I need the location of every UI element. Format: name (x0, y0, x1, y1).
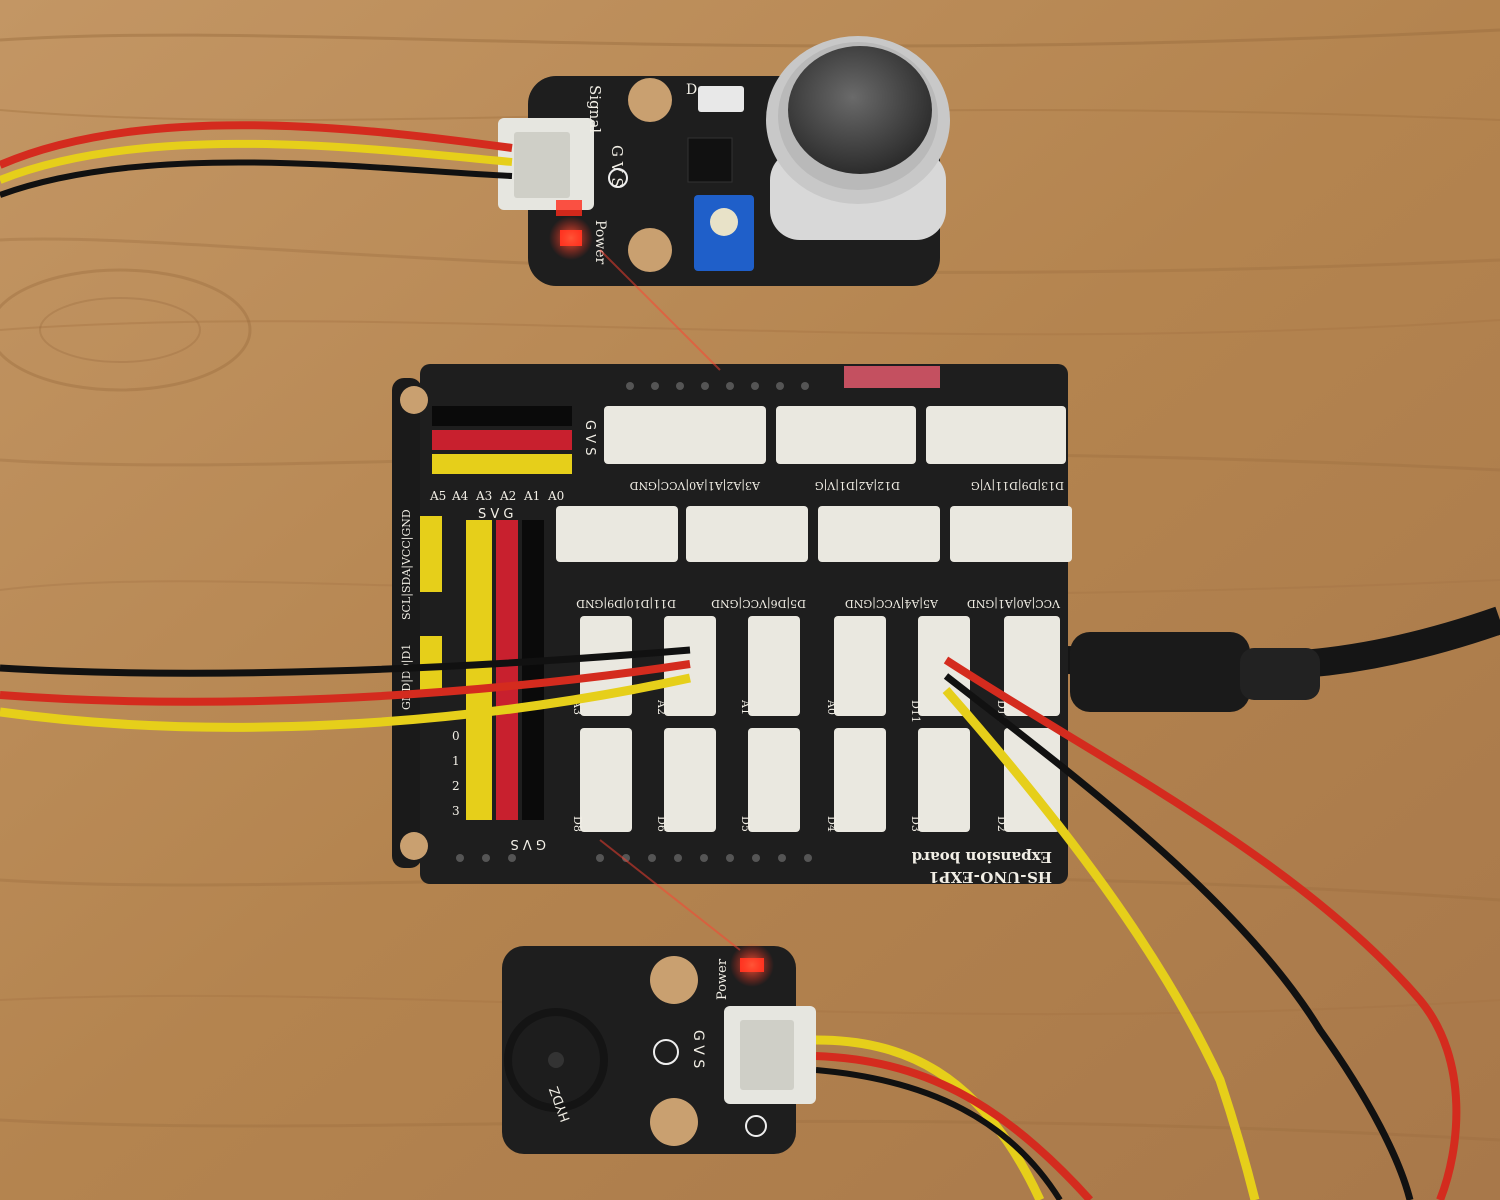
port-label-d3: D3 (909, 816, 922, 832)
board-title: HS-UNO-EXP1 (929, 868, 1052, 886)
red-light-streaks (599, 249, 741, 951)
board-subtitle: Expansion board (911, 848, 1052, 866)
signal-led (556, 200, 582, 216)
analog-label-a2: A2 (499, 489, 516, 503)
mounting-hole (400, 386, 428, 414)
mounting-hole (650, 956, 698, 1004)
port-row1-label-p6: D12|A2|D1|V|G (815, 478, 900, 492)
port-d4[interactable] (834, 728, 886, 832)
port-p4[interactable] (556, 506, 678, 562)
label-gvs: G V S (608, 145, 626, 188)
port-label-d8: D8 (571, 816, 584, 832)
arduino-pin-holes-top (626, 382, 809, 390)
digital-label-3: 3 (452, 804, 460, 818)
gas-sensor-wires (0, 121, 513, 198)
usb-cable (1059, 606, 1500, 712)
slide-switch[interactable] (698, 86, 744, 112)
gas-hazard-icon (608, 168, 628, 188)
port-p6[interactable] (776, 406, 916, 464)
analog-label-a0: A0 (547, 489, 564, 503)
left-header-block: SCL|SDA|VCC|GND GND|D0|D1 S V G G V S 0 … (400, 507, 546, 851)
gas-sensor-module: D Signal Power G V S (498, 36, 950, 286)
bottom-header-label: G V S (511, 836, 546, 851)
vcc-pin-column (496, 520, 518, 820)
port-row2-label-p1: VCC|A0|A1|GND (967, 596, 1061, 610)
port-row-1: A3|A2|A1|A0|VCC|GND D12|A2|D1|V|G D13|D9… (604, 406, 1066, 492)
port-row2-label-p3: D5|D6|VCC|GND (711, 596, 806, 610)
port-row-2: D11|D10|D9|GND D5|D6|VCC|GND A5|A4|VCC|G… (556, 506, 1072, 610)
port-p5[interactable] (926, 406, 1066, 464)
port-d6[interactable] (664, 728, 716, 832)
port-label-a2: A2 (655, 699, 668, 715)
port-p7[interactable] (604, 406, 766, 464)
port-p2[interactable] (818, 506, 940, 562)
top-pin-row (432, 406, 572, 474)
buzzer-wires (815, 656, 1461, 1200)
port-d8[interactable] (580, 728, 632, 832)
port-label-d2: D2 (995, 816, 1008, 832)
port-row1-label-p5: D13|D9|D11|V|G (971, 478, 1064, 492)
port-label-d6: D6 (655, 816, 668, 832)
digital-label-0: 0 (452, 729, 460, 743)
left-header-label: S V G (478, 507, 513, 522)
buzzer-module: HYDZ G V S Power (502, 943, 816, 1154)
port-label-a0: A0 (825, 699, 838, 715)
digital-label-2: 2 (452, 779, 460, 793)
top-header-label: G V S (582, 420, 597, 455)
port-a0[interactable] (834, 616, 886, 716)
analog-label-a1: A1 (523, 489, 540, 503)
port-d5[interactable] (748, 728, 800, 832)
trimpot-knob[interactable] (710, 208, 738, 236)
signal-pin-column (466, 520, 492, 820)
mounting-hole (628, 228, 672, 272)
port-label-d5: D5 (739, 816, 752, 832)
port-row1-label-p7: A3|A2|A1|A0|VCC|GND (630, 478, 761, 492)
gas-sensor-head (766, 36, 950, 240)
expansion-board: G V S A5 A4 A3 A2 A1 A0 A3|A2|A1|A0|VCC|… (392, 364, 1072, 886)
label-d: D (686, 82, 697, 98)
buzzer-label-power: Power (715, 958, 730, 1000)
comparator-chip (687, 137, 733, 183)
port-a1[interactable] (748, 616, 800, 716)
label-power: Power (592, 220, 608, 265)
port-label-a1: A1 (739, 699, 752, 715)
reset-icon (745, 1115, 767, 1137)
port-d10[interactable] (1004, 616, 1060, 716)
mounting-hole (400, 832, 428, 860)
port-label-d4: D4 (825, 816, 838, 832)
analog-labels: A5 A4 A3 A2 A1 A0 (429, 489, 564, 503)
resistor-array (844, 366, 940, 388)
buzzer-label-gvs: G V S (690, 1030, 706, 1068)
main-wires (0, 646, 691, 732)
uart-label: GND|D0|D1 (400, 644, 414, 710)
mounting-hole (628, 78, 672, 122)
analog-label-a4: A4 (451, 489, 469, 503)
mounting-hole (650, 1098, 698, 1146)
port-d3[interactable] (918, 728, 970, 832)
analog-label-a3: A3 (475, 489, 492, 503)
analog-label-a5: A5 (429, 489, 446, 503)
buzzer-led-glow (730, 943, 774, 987)
label-signal: Signal (586, 85, 604, 133)
speaker-icon (653, 1039, 679, 1065)
port-row2-label-p2: A5|A4|VCC|GND (845, 596, 939, 610)
port-label-d11: D11 (909, 700, 922, 723)
i2c-label: SCL|SDA|VCC|GND (400, 509, 414, 620)
power-led-glow (549, 216, 593, 260)
digital-label-1: 1 (452, 754, 460, 768)
buzzer: HYDZ (504, 1008, 608, 1124)
port-p3[interactable] (686, 506, 808, 562)
port-p1[interactable] (950, 506, 1072, 562)
port-row2-label-p4: D11|D10|D9|GND (576, 596, 676, 610)
gnd-pin-column (522, 520, 544, 820)
port-d11[interactable] (918, 616, 970, 716)
